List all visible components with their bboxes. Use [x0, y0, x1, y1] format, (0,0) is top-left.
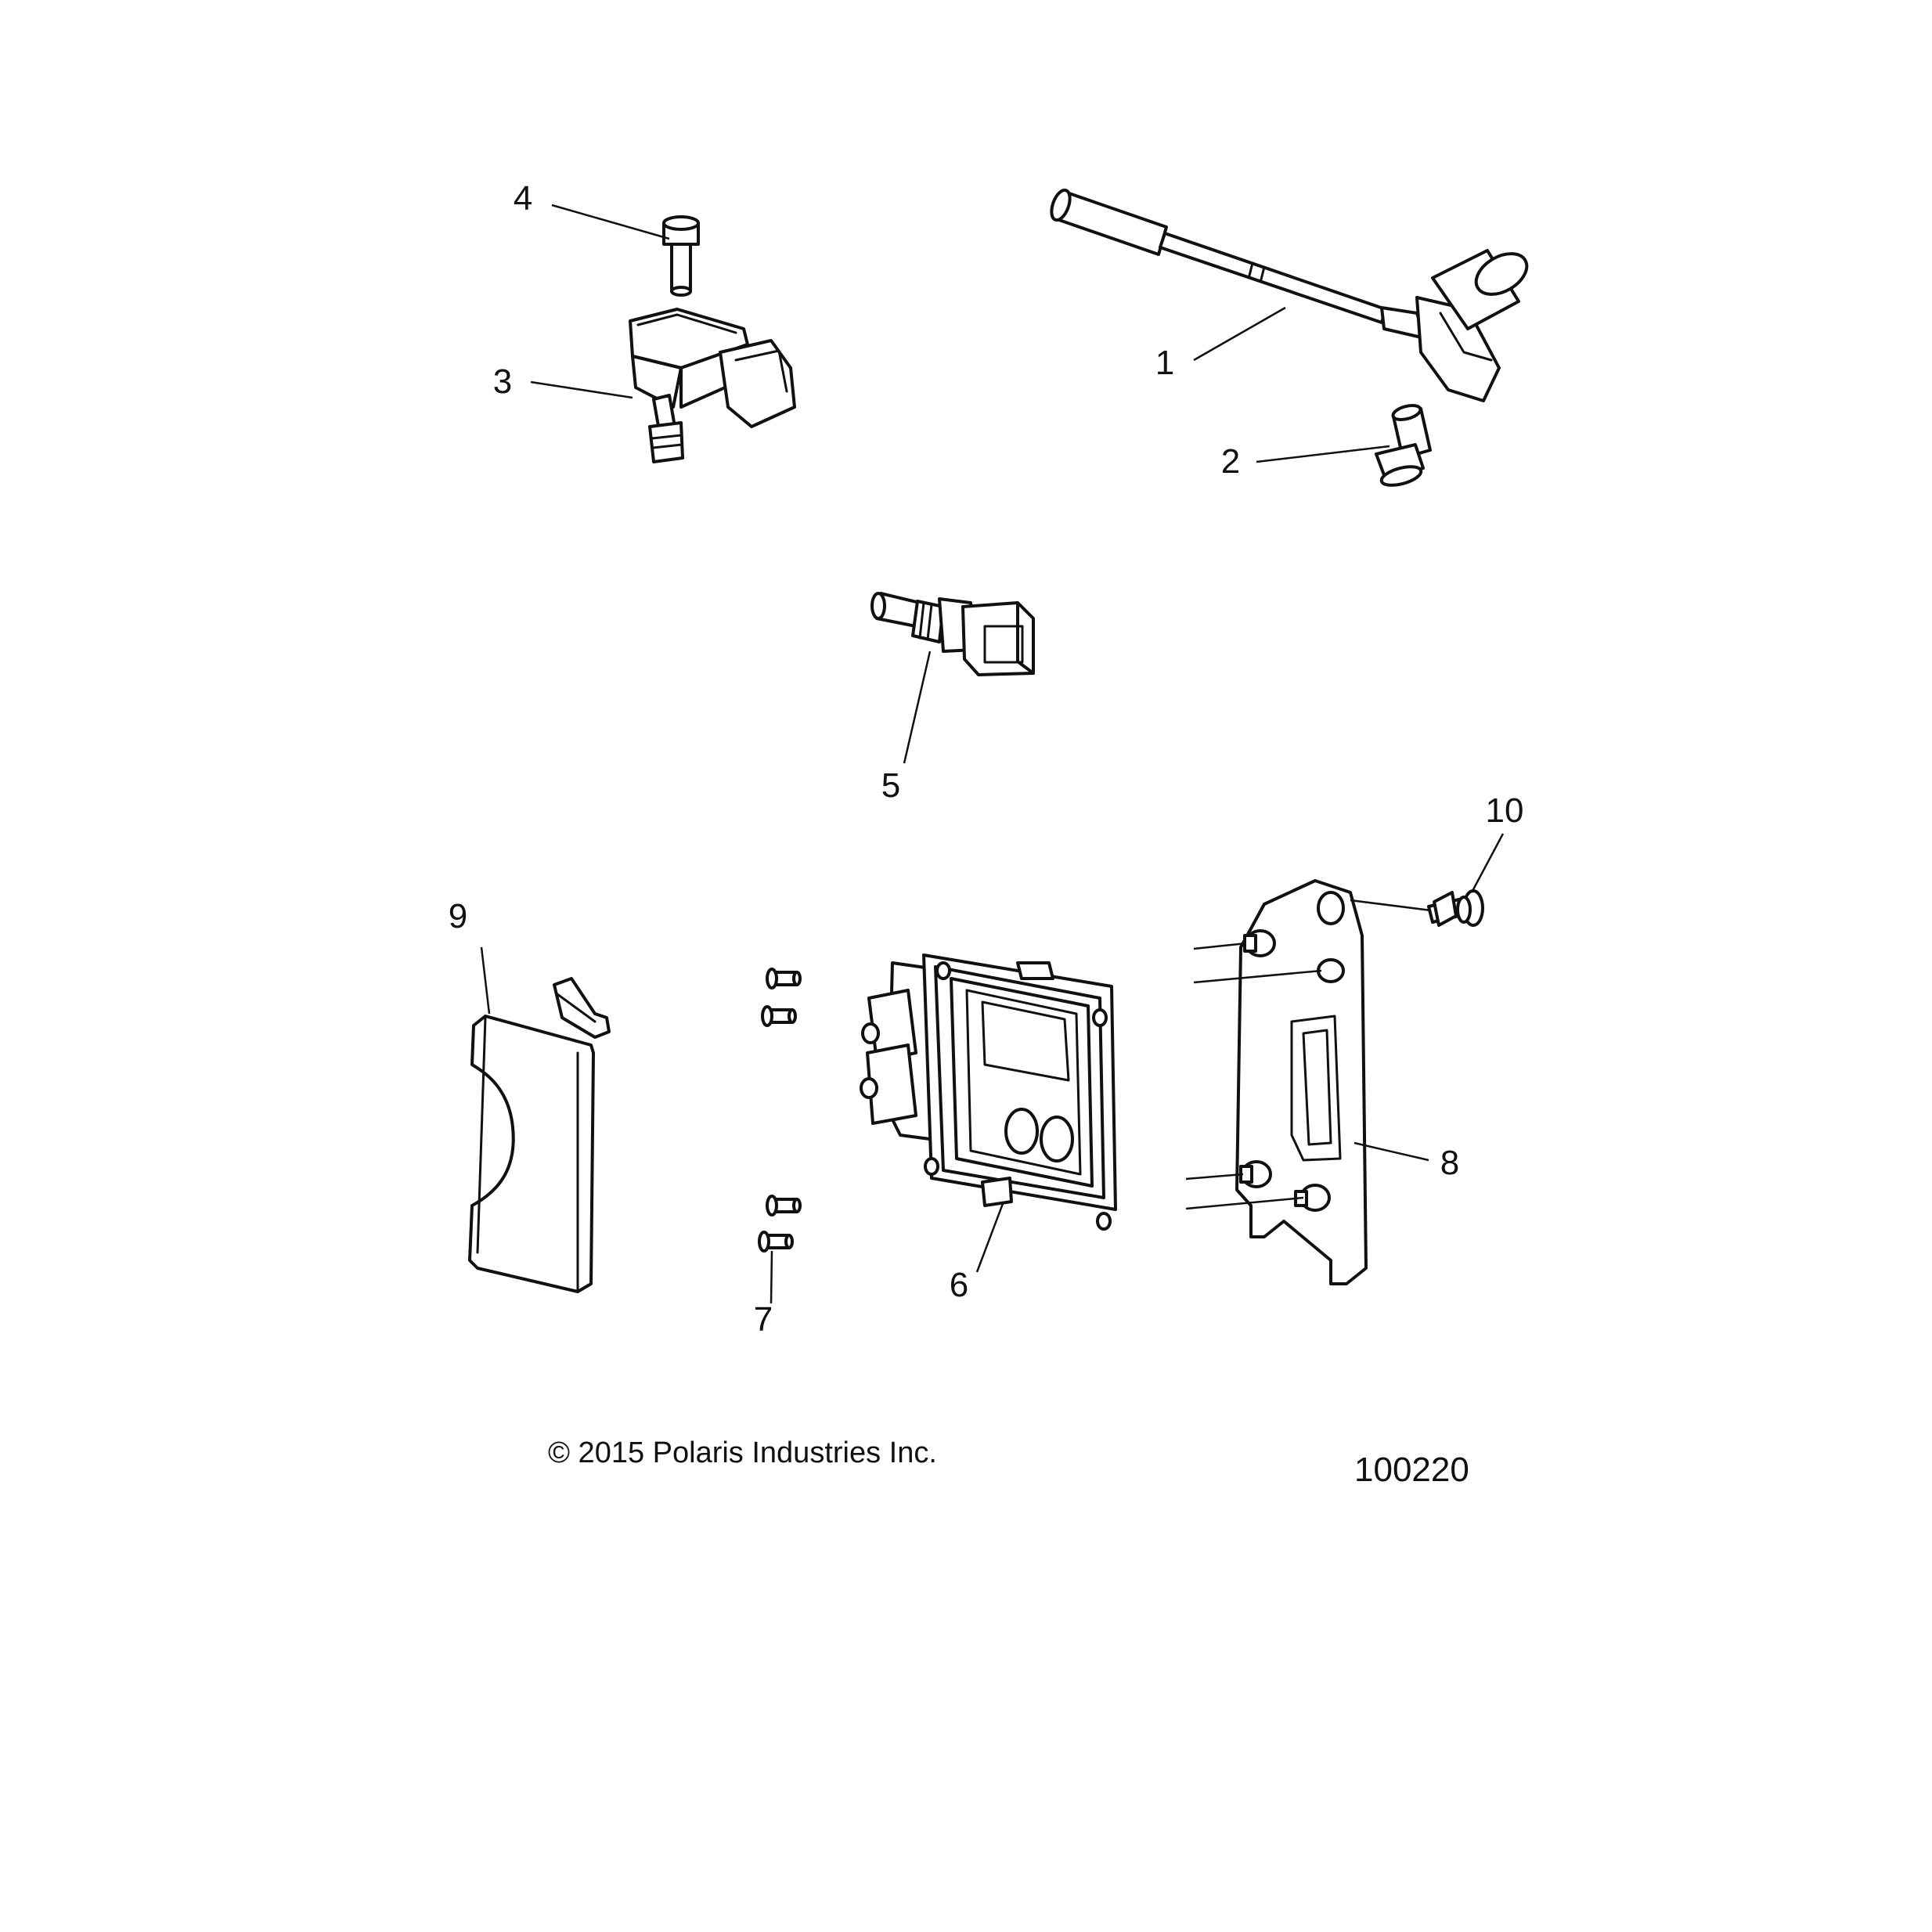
callout-5: 5 — [881, 766, 900, 805]
callout-3: 3 — [493, 362, 512, 401]
part-5-temp-sensor — [870, 592, 1035, 676]
screw-c — [766, 1195, 802, 1217]
part-2-bolt — [1375, 403, 1432, 487]
callout-7: 7 — [754, 1300, 773, 1339]
part-3-map-sensor — [629, 308, 796, 463]
leader-lines — [480, 204, 1505, 1304]
figure-number: 100220 — [1354, 1451, 1469, 1489]
callout-1: 1 — [1155, 344, 1174, 382]
callout-8: 8 — [1440, 1144, 1459, 1182]
bracket-stud-1 — [1243, 929, 1276, 957]
bracket-stud-2 — [1317, 958, 1345, 983]
screw-b — [761, 1005, 797, 1027]
bracket-stud-3 — [1239, 1160, 1272, 1188]
part-1-speed-sensor — [1050, 188, 1529, 402]
part-7-screws — [758, 968, 802, 1253]
callout-9: 9 — [449, 897, 467, 935]
part-4-screw — [662, 215, 700, 297]
screw-d — [758, 1231, 794, 1253]
part-9-cover — [468, 977, 611, 1293]
part-8-bracket — [1235, 879, 1368, 1285]
callout-2: 2 — [1221, 442, 1240, 481]
part-10-push-rivet — [1427, 889, 1484, 927]
callout-4: 4 — [514, 179, 532, 218]
screw-a — [766, 968, 802, 989]
copyright-text: © 2015 Polaris Industries Inc. — [548, 1436, 937, 1469]
callouts: 1 2 3 4 5 6 7 8 9 10 — [449, 179, 1524, 1339]
part-6-ecu — [860, 953, 1117, 1231]
callout-6: 6 — [950, 1266, 968, 1304]
callout-10: 10 — [1486, 791, 1524, 830]
